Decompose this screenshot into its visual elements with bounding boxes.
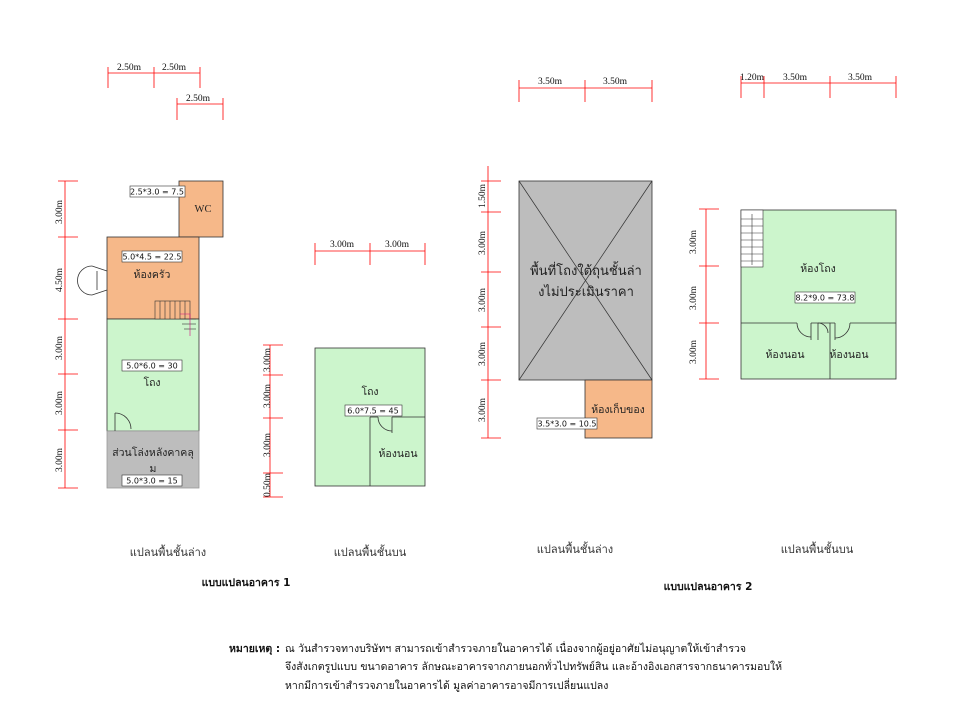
b1u-hall-area: 6.0*7.5 = 45: [347, 407, 398, 416]
b1g-rear-area-box: [121, 474, 183, 487]
b2g-dim-left-3: 3.00m: [478, 287, 488, 312]
b1-ground-plan: 2.50m 2.50m 2.50m 3.00m 4.50m 3.00m 3.00…: [55, 63, 224, 559]
b2g-store-area-box: [536, 417, 598, 430]
b1g-hall-room: [106, 318, 200, 432]
b1-ground-dims-left: [58, 180, 78, 489]
b1g-kitchen-area: 5.0*4.5 = 22.5: [122, 253, 181, 262]
b2u-dim-top-1: 1.20m: [740, 73, 765, 83]
b2-ground-dims-left: [481, 166, 501, 439]
b2u-bedroom-walls: [741, 322, 896, 379]
b1g-wc-room: [178, 180, 224, 238]
b2u-caption: แปลนพื้นชั้นบน: [781, 541, 854, 556]
b1g-wc-area-box: [129, 185, 186, 198]
b2g-dim-left-1: 1.50m: [478, 183, 488, 208]
b2u-dim-top-2: 3.50m: [783, 73, 808, 83]
b1g-dim-left-5: 3.00m: [55, 447, 65, 472]
b2-ground-plan: 3.50m 3.50m 1.50m 3.00m 3.00m 3.00m 3.00…: [478, 77, 653, 556]
b2-upper-plan: 1.20m 3.50m 3.50m 3.00m 3.00m 3.00m ห้อง…: [689, 73, 897, 556]
b1u-hall-area-box: [344, 404, 403, 417]
b2g-under-area-cross: [518, 180, 653, 381]
b1u-dim-left-3: 3.00m: [263, 432, 273, 457]
b1-title: แบบแปลนอาคาร 1: [202, 577, 291, 589]
b1g-hall-area: 5.0*6.0 = 30: [126, 362, 177, 371]
b1-upper-dims-top: [314, 243, 426, 265]
b2g-under-label-1: พื้นที่โถงใต้ถุนชั้นล่า: [530, 261, 642, 279]
b2u-dim-left-3: 3.00m: [689, 339, 699, 364]
b2-upper-dims-top: [740, 76, 897, 98]
b1g-kitchen-area-box: [121, 250, 183, 263]
b2g-dim-left-2: 3.00m: [478, 230, 488, 255]
b2-title: แบบแปลนอาคาร 2: [664, 581, 753, 593]
b2g-under-label-2: งไม่ประเมินราคา: [538, 284, 634, 300]
b1u-dim-top-1: 3.00m: [330, 240, 355, 250]
b1g-rear-area: 5.0*3.0 = 15: [126, 477, 177, 486]
b2g-dim-left-5: 3.00m: [478, 397, 488, 422]
b1-upper-dims-left: [263, 344, 283, 498]
b1g-rear-label-1: ส่วนโล่งหลังคาคลุ: [112, 446, 194, 459]
b1-upper-plan: 3.00m 3.00m 3.00m 3.00m 3.00m 0.50m โถง …: [263, 240, 426, 559]
b1g-dim-top-2: 2.50m: [162, 63, 187, 73]
note-line-2: จึงสังเกตรูปแบบ ขนาดอาคาร ลักษณะอาคารจาก…: [285, 659, 782, 673]
b2g-dim-top-2: 3.50m: [603, 77, 628, 87]
b2u-dim-left-2: 3.00m: [689, 285, 699, 310]
b2u-hall-label: ห้องโถง: [800, 262, 835, 275]
note-block: หมายเหตุ : ณ วันสำรวจทางบริษัทฯ สามารถเข…: [229, 641, 782, 692]
b1u-bed-label: ห้องนอน: [378, 448, 417, 460]
b1-ground-dims-top: [107, 67, 224, 120]
b2g-store-area: 3.5*3.0 = 10.5: [537, 420, 596, 429]
b1g-caption: แปลนพื้นชั้นล่าง: [130, 544, 206, 559]
b1g-dim-left-3: 3.00m: [55, 335, 65, 360]
b2u-stairs: [740, 209, 764, 268]
b1g-wc-label: WC: [195, 204, 212, 215]
b1g-dim-left-2: 4.50m: [55, 267, 65, 292]
note-label: หมายเหตุ :: [229, 643, 280, 656]
b1g-stairs: [154, 300, 196, 336]
b2g-caption: แปลนพื้นชั้นล่าง: [537, 541, 613, 556]
b2g-store-label: ห้องเก็บของ: [591, 402, 645, 416]
b1g-hall-door: [114, 412, 132, 431]
b1u-dim-left-4: 0.50m: [263, 472, 273, 497]
note-line-3: หากมีการเข้าสำรวจภายในอาคารได้ มูลค่าอาค…: [285, 678, 608, 692]
b1g-dim-top-3: 2.50m: [186, 94, 211, 104]
b1g-hall-label: โถง: [143, 376, 160, 389]
b1g-kitchen-label: ห้องครัว: [134, 269, 171, 281]
b2u-hall-area-box: [794, 291, 856, 304]
b1u-hall-label: โถง: [361, 385, 378, 398]
b1g-wc-area: 2.5*3.0 = 7.5: [130, 188, 184, 197]
b1u-caption: แปลนพื้นชั้นบน: [334, 544, 407, 559]
b2u-dim-left-1: 3.00m: [689, 229, 699, 254]
b1g-dim-left-1: 3.00m: [55, 199, 65, 224]
b2u-hall-area: 8.2*9.0 = 73.8: [795, 294, 854, 303]
b1u-dim-top-2: 3.00m: [385, 240, 410, 250]
b2-ground-dims-top: [518, 80, 653, 102]
b1g-dim-left-4: 3.00m: [55, 390, 65, 415]
b1g-side-door: [77, 265, 108, 296]
b2u-bed1-label: ห้องนอน: [765, 349, 804, 361]
b1g-rear-label-2: ม: [150, 463, 157, 475]
b2u-dim-top-3: 3.50m: [848, 73, 873, 83]
b1u-bedroom-walls: [369, 416, 425, 486]
b1u-dim-left-1: 3.00m: [263, 347, 273, 372]
b2g-dim-top-1: 3.50m: [538, 77, 563, 87]
b2g-dim-left-4: 3.00m: [478, 341, 488, 366]
b1g-dim-top-1: 2.50m: [117, 63, 142, 73]
b2u-bed2-label: ห้องนอน: [829, 349, 868, 361]
b1u-dim-left-2: 3.00m: [263, 383, 273, 408]
note-line-1: ณ วันสำรวจทางบริษัทฯ สามารถเข้าสำรวจภายใ…: [285, 641, 746, 655]
b1g-hall-area-box: [121, 359, 183, 372]
b2-upper-dims-left: [699, 208, 719, 380]
